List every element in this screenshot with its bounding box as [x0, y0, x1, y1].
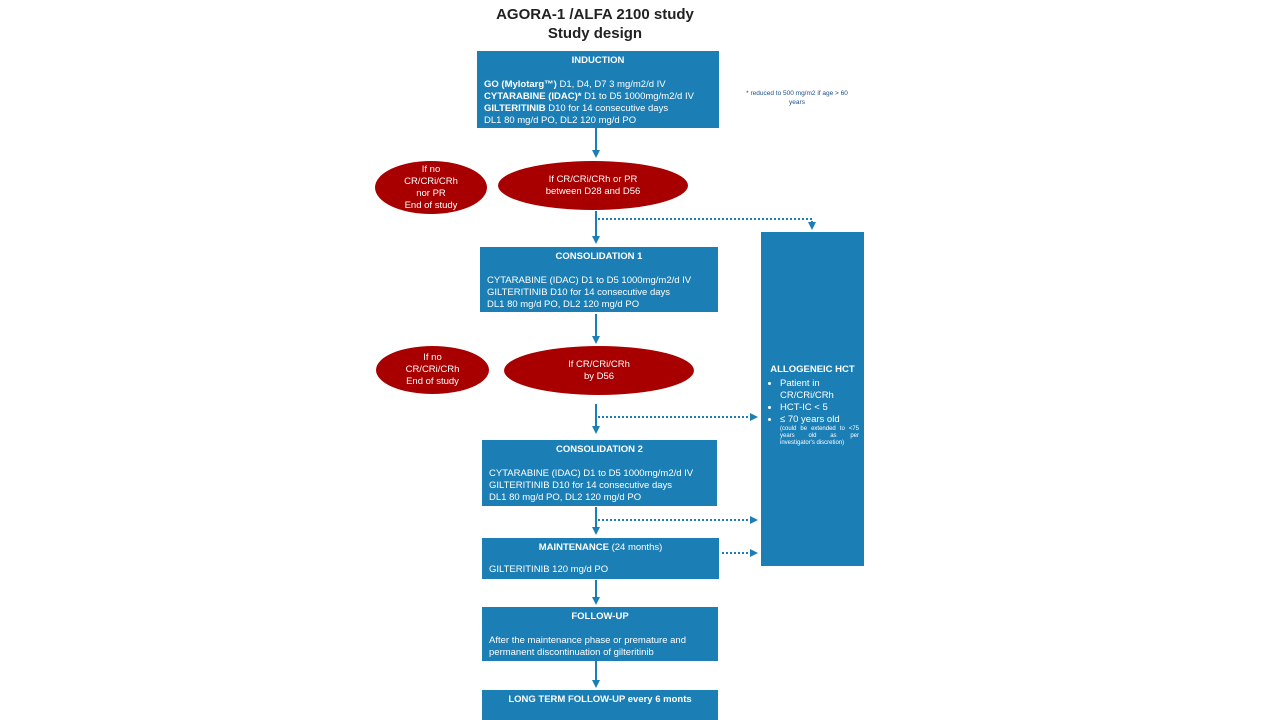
consolidation-2-box: CONSOLIDATION 2 CYTARABINE (IDAC) D1 to … — [482, 440, 717, 506]
induction-box: INDUCTION GO (Mylotarg™) D1, D4, D7 3 mg… — [477, 51, 719, 128]
cytarabine-footnote: * reduced to 500 mg/m2 if age > 60 years — [730, 89, 864, 107]
ellipse-text: If no — [421, 163, 441, 175]
induction-header: INDUCTION — [571, 55, 625, 66]
long-term-followup-box: LONG TERM FOLLOW-UP every 6 monts — [482, 690, 718, 720]
induction-cytarabine-line: CYTARABINE (IDAC)* D1 to D5 1000mg/m2/d … — [484, 91, 712, 103]
age-extension-note: (could be extended to <75 years old as p… — [780, 426, 859, 446]
long-term-followup-header: LONG TERM FOLLOW-UP every 6 monts — [508, 694, 692, 705]
title-line-2: Study design — [547, 25, 643, 42]
followup-line: After the maintenance phase or premature… — [489, 635, 686, 646]
consolidation-1-line: GILTERITINIB D10 for 14 consecutive days — [487, 287, 671, 298]
diagram-title: AGORA-1 /ALFA 2100 study Study design — [440, 5, 750, 43]
title-line-1: AGORA-1 /ALFA 2100 study — [496, 6, 694, 23]
ellipse-text: End of study — [406, 376, 459, 387]
induction-gilteritinib-line: GILTERITINIB D10 for 14 consecutive days — [484, 103, 712, 115]
ellipse-text: If no — [423, 352, 442, 363]
dotted-link-allo-1 — [598, 218, 816, 230]
induction-go-line: GO (Mylotarg™) D1, D4, D7 3 mg/m2/d IV — [484, 79, 712, 91]
followup-line: permanent discontinuation of gilteritini… — [489, 647, 654, 658]
allogeneic-hct-header: ALLOGENEIC HCT — [770, 364, 855, 375]
cytarabine-drug-name: CYTARABINE (IDAC)* — [484, 91, 582, 102]
ellipse-text: nor PR — [416, 187, 446, 199]
gilteritinib-drug-name: GILTERITINIB — [484, 103, 546, 114]
followup-header: FOLLOW-UP — [571, 611, 629, 622]
maintenance-line: GILTERITINIB 120 mg/d PO — [489, 564, 609, 575]
consolidation-1-header: CONSOLIDATION 1 — [555, 251, 643, 262]
followup-box: FOLLOW-UP After the maintenance phase or… — [482, 607, 718, 661]
maintenance-box: MAINTENANCE (24 months) GILTERITINIB 120… — [482, 538, 719, 579]
ellipse-text: between D28 and D56 — [545, 185, 641, 197]
consolidation-1-box: CONSOLIDATION 1 CYTARABINE (IDAC) D1 to … — [480, 247, 718, 312]
allogeneic-hct-box: ALLOGENEIC HCT Patient in CR/CRi/CRh HCT… — [761, 232, 864, 566]
cytarabine-regimen: D1 to D5 1000mg/m2/d IV — [581, 91, 694, 102]
consolidation-1-line: DL1 80 mg/d PO, DL2 120 mg/d PO — [487, 299, 640, 310]
criteria-item: ≤ 70 years old — [780, 414, 859, 426]
consolidation-2-line: GILTERITINIB D10 for 14 consecutive days — [489, 480, 673, 491]
no-response-ellipse-1: If no CR/CRi/CRh nor PR End of study — [375, 161, 487, 214]
ellipse-text: CR/CRi/CRh — [404, 175, 458, 187]
consolidation-1-line: CYTARABINE (IDAC) D1 to D5 1000mg/m2/d I… — [487, 275, 692, 286]
consolidation-2-line: DL1 80 mg/d PO, DL2 120 mg/d PO — [489, 492, 642, 503]
maintenance-header: MAINTENANCE (24 months) — [489, 542, 712, 554]
maintenance-title: MAINTENANCE — [538, 542, 609, 553]
no-response-ellipse-2: If no CR/CRi/CRh End of study — [376, 346, 489, 394]
ellipse-text: by D56 — [583, 370, 615, 382]
footnote-line-2: years — [789, 99, 805, 106]
ellipse-text: CR/CRi/CRh — [405, 364, 460, 375]
gilteritinib-regimen: D10 for 14 consecutive days — [545, 103, 669, 114]
response-ellipse-2: If CR/CRi/CRh by D56 — [504, 346, 694, 395]
criteria-item: Patient in CR/CRi/CRh — [780, 378, 859, 402]
ellipse-text: If CR/CRi/CRh or PR — [548, 173, 638, 185]
ellipse-text: End of study — [404, 199, 458, 211]
footnote-line-1: * reduced to 500 mg/m2 if age > 60 — [746, 90, 848, 97]
ellipse-text: If CR/CRi/CRh — [568, 358, 630, 370]
induction-dose-line: DL1 80 mg/d PO, DL2 120 mg/d PO — [484, 115, 637, 126]
go-drug-name: GO (Mylotarg™) — [484, 79, 557, 90]
criteria-item: HCT-IC < 5 — [780, 402, 859, 414]
allogeneic-criteria-list: Patient in CR/CRi/CRh HCT-IC < 5 ≤ 70 ye… — [766, 378, 859, 426]
consolidation-2-header: CONSOLIDATION 2 — [556, 444, 643, 455]
go-regimen: D1, D4, D7 3 mg/m2/d IV — [556, 79, 666, 90]
response-ellipse-1: If CR/CRi/CRh or PR between D28 and D56 — [498, 161, 688, 210]
maintenance-duration: (24 months) — [608, 542, 663, 553]
consolidation-2-line: CYTARABINE (IDAC) D1 to D5 1000mg/m2/d I… — [489, 468, 694, 479]
